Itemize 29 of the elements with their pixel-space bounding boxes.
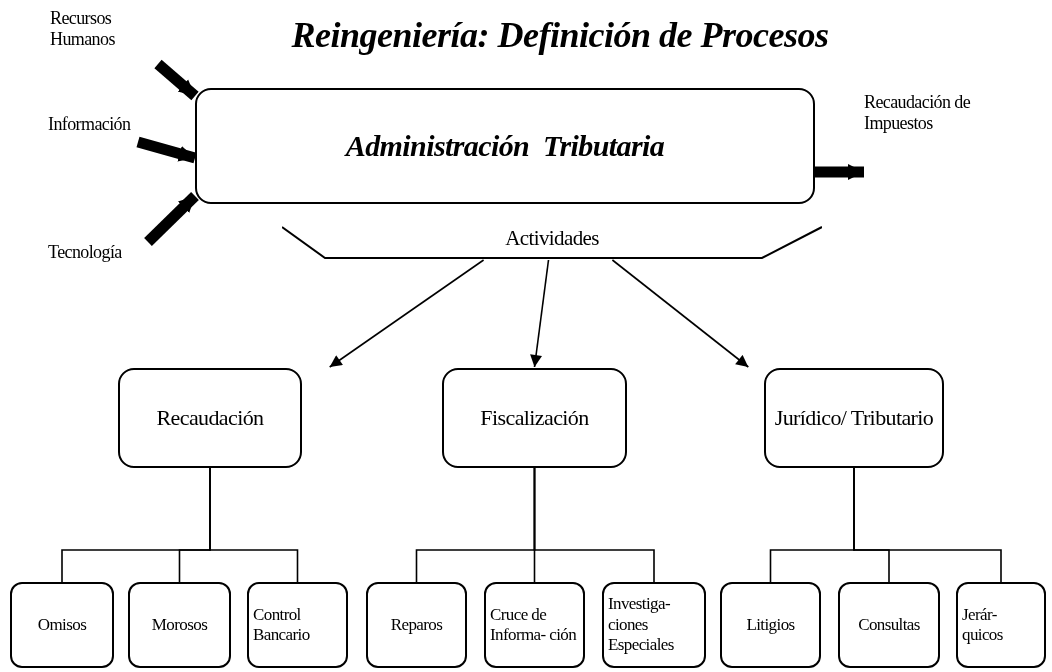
subprocess-box: Reparos — [366, 582, 467, 668]
block-arrow — [815, 164, 864, 180]
process-box: Recaudación — [118, 368, 302, 468]
subprocess-box: Cruce de Informa- ción — [484, 582, 585, 668]
subprocess-box: Control Bancario — [247, 582, 348, 668]
subprocess-box: Morosos — [128, 582, 231, 668]
arrow — [611, 259, 750, 368]
tree-connector — [209, 467, 299, 583]
arrow — [328, 259, 485, 368]
subprocess-box: Litigios — [720, 582, 821, 668]
block-arrow — [144, 192, 199, 246]
activities-tray: Actividades — [282, 226, 822, 260]
input-label: Recursos Humanos — [50, 8, 162, 64]
subprocess-box: Investiga- ciones Especiales — [602, 582, 706, 668]
process-box: Jurídico/ Tributario — [764, 368, 944, 468]
block-arrow — [136, 136, 197, 164]
subprocess-box: Consultas — [838, 582, 940, 668]
tree-connector — [853, 467, 1002, 583]
subprocess-box: Jerár- quicos — [956, 582, 1046, 668]
arrow — [530, 259, 550, 368]
process-box: Fiscalización — [442, 368, 627, 468]
input-label: Tecnología — [48, 242, 160, 268]
block-arrow — [154, 59, 199, 101]
input-label: Recaudación de Impuestos — [864, 92, 1034, 192]
tree-connector — [533, 467, 655, 583]
diagram-title: Reingeniería: Definición de Procesos — [290, 14, 830, 56]
input-label: Información — [48, 114, 152, 142]
organization-box: Administración Tributaria — [195, 88, 815, 204]
subprocess-box: Omisos — [10, 582, 114, 668]
